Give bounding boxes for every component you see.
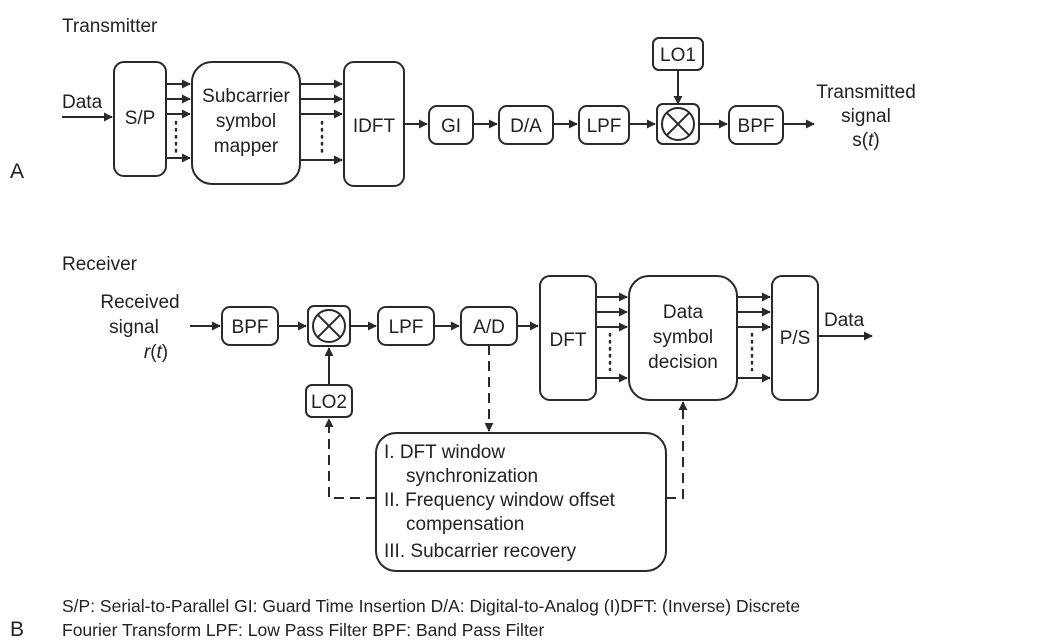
tx-sp-label: S/P (125, 108, 156, 129)
receiver-title: Receiver (62, 254, 138, 275)
panel-label-b: B (10, 618, 24, 641)
rx-decision-label-2: symbol (653, 327, 713, 348)
rx-lpf-label: LPF (389, 317, 424, 338)
rx-ps-block (771, 275, 819, 401)
rx-dft-block (539, 275, 597, 401)
rx-decision-block (628, 275, 738, 401)
tx-output-label-2: signal (841, 106, 891, 127)
rx-input-signal: r(t) (144, 342, 168, 363)
legend-line-1: S/P: Serial-to-Parallel GI: Guard Time I… (62, 596, 800, 616)
tx-lpf-label: LPF (587, 116, 622, 137)
rx-dft-label: DFT (550, 330, 587, 351)
tx-mapper-block (191, 61, 301, 185)
rx-sync-line-2: synchronization (406, 466, 538, 487)
rx-decision-label-1: Data (663, 302, 704, 323)
rx-ad-label: A/D (473, 317, 505, 338)
tx-sp-block (113, 61, 167, 177)
rx-decision-label-3: decision (648, 352, 718, 373)
tx-bpf-label: BPF (738, 116, 775, 137)
tx-mapper-label-2: symbol (216, 111, 276, 132)
rx-sync-block (375, 432, 667, 572)
tx-gi-label: GI (441, 116, 461, 137)
rx-bpf-label: BPF (232, 317, 269, 338)
rx-mixer (307, 305, 351, 347)
panel-label-a: A (10, 160, 24, 183)
rx-sync-line-5: III. Subcarrier recovery (384, 541, 577, 562)
tx-mapper-label-3: mapper (214, 136, 279, 157)
tx-mapper-label-1: Subcarrier (202, 86, 290, 107)
rx-input-label-1: Received (100, 292, 179, 313)
legend-line-2: Fourier Transform LPF: Low Pass Filter B… (62, 620, 545, 640)
rx-sync-line-3: II. Frequency window offset (384, 490, 616, 511)
transmitter-title: Transmitter (62, 16, 158, 37)
rx-sync-decision-dashed-arrow (666, 401, 688, 499)
tx-output-label-1: Transmitted (816, 82, 916, 103)
rx-input-label-2: signal (109, 317, 159, 338)
tx-da-label: D/A (510, 116, 542, 137)
rx-lo2-label: LO2 (311, 392, 347, 413)
tx-lo1-label: LO1 (660, 45, 696, 66)
tx-input-label: Data (62, 92, 103, 113)
tx-idft-label: IDFT (353, 116, 396, 137)
rx-ps-label: P/S (780, 328, 811, 349)
rx-sync-line-4: compensation (406, 514, 524, 535)
rx-sync-line-1: I. DFT window (384, 442, 505, 463)
rx-sync-lo2-dashed-arrow (324, 418, 376, 499)
tx-output-signal: s(t) (852, 130, 879, 151)
tx-mixer (656, 103, 700, 145)
rx-output-label: Data (824, 310, 865, 331)
